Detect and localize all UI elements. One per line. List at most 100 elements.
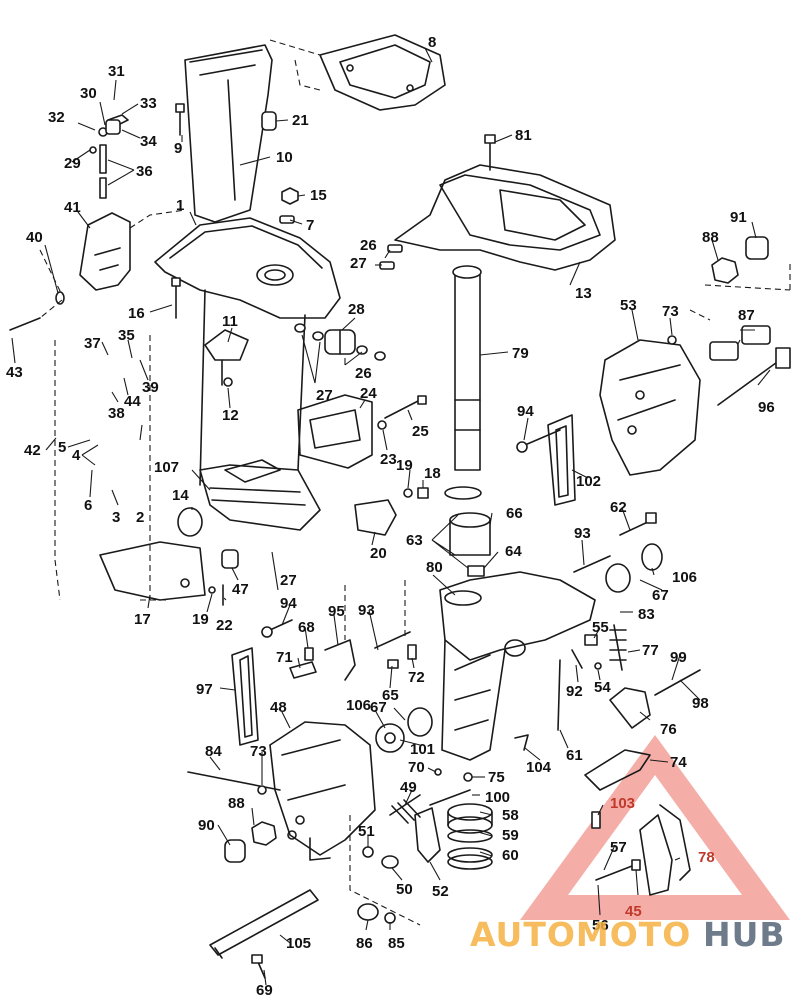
callout-94b: 94 [280,595,297,612]
callout-85: 85 [388,935,405,952]
callout-97: 97 [196,681,213,698]
callout-17: 17 [134,611,151,628]
callout-32: 32 [48,109,65,126]
callout-31: 31 [108,63,125,80]
callout-52: 52 [432,883,449,900]
callout-106a: 106 [672,569,697,586]
callout-33: 33 [140,95,157,112]
callout-30: 30 [80,85,97,102]
callout-69: 69 [256,982,273,997]
callout-103: 103 [610,795,635,812]
callout-107: 107 [154,459,179,476]
callout-93a: 93 [574,525,591,542]
callout-95: 95 [328,603,345,620]
callout-56: 56 [592,917,609,934]
callout-77: 77 [642,642,659,659]
callout-66: 66 [506,505,523,522]
callout-53: 53 [620,297,637,314]
callout-83: 83 [638,606,655,623]
callout-101: 101 [410,741,435,758]
callout-21: 21 [292,112,309,129]
callout-38: 38 [108,405,125,422]
callout-22: 22 [216,617,233,634]
callout-labels: 1 2 3 4 5 6 7 8 9 10 11 12 13 14 15 16 1… [6,34,775,997]
callout-78: 78 [698,849,715,866]
callout-51: 51 [358,823,375,840]
callout-73b: 73 [250,743,267,760]
callout-12: 12 [222,407,239,424]
callout-15: 15 [310,187,327,204]
callout-40: 40 [26,229,43,246]
callout-64: 64 [505,543,522,560]
watermark-word-automoto: AUTOMOTO [470,915,691,954]
callout-42: 42 [24,442,41,459]
callout-49: 49 [400,779,417,796]
callout-1: 1 [176,197,184,214]
callout-86: 86 [356,935,373,952]
callout-3: 3 [112,509,120,526]
callout-26a: 26 [355,365,372,382]
callout-62: 62 [610,499,627,516]
callout-81: 81 [515,127,532,144]
callout-18: 18 [424,465,441,482]
watermark-wordmark: AUTOMOTO HUB [470,915,786,954]
callout-50: 50 [396,881,413,898]
callout-92: 92 [566,683,583,700]
watermark-logo [520,735,790,920]
callout-9: 9 [174,140,182,157]
callout-59: 59 [502,827,519,844]
callout-47: 47 [232,581,249,598]
callout-36: 36 [136,163,153,180]
parts-artwork [9,34,791,979]
callout-72: 72 [408,669,425,686]
callout-105: 105 [286,935,311,952]
callout-48: 48 [270,699,287,716]
callout-61: 61 [566,747,583,764]
leader-lines [11,47,771,986]
callout-41: 41 [64,199,81,216]
callout-34: 34 [140,133,157,150]
callout-65: 65 [382,687,399,704]
callout-96: 96 [758,399,775,416]
callout-37: 37 [84,335,101,352]
callout-43: 43 [6,364,23,381]
callout-98: 98 [692,695,709,712]
callout-16: 16 [128,305,145,322]
callout-73a: 73 [662,303,679,320]
callout-55: 55 [592,619,609,636]
callout-25: 25 [412,423,429,440]
callout-87: 87 [738,307,755,324]
callout-28: 28 [348,301,365,318]
callout-11: 11 [222,313,238,330]
callout-5: 5 [58,439,66,456]
callout-74: 74 [670,754,687,771]
callout-70: 70 [408,759,425,776]
callout-104: 104 [526,759,552,776]
callout-99: 99 [670,649,687,666]
callout-75: 75 [488,769,505,786]
callout-26b: 26 [360,237,377,254]
callout-106b: 106 [346,697,371,714]
callout-79: 79 [512,345,529,362]
callout-54: 54 [594,679,611,696]
callout-91: 91 [730,209,747,226]
callout-67a: 67 [652,587,669,604]
callout-88a: 88 [702,229,719,246]
callout-71: 71 [276,649,293,666]
watermark-word-hub: HUB [703,915,786,954]
callout-94a: 94 [517,403,534,420]
callout-88b: 88 [228,795,245,812]
callout-63: 63 [406,532,423,549]
callout-19a: 19 [396,457,413,474]
callout-93b: 93 [358,602,375,619]
watermark-triangle [520,735,790,920]
callout-2: 2 [136,509,144,526]
callout-27a: 27 [316,387,333,404]
callout-35: 35 [118,327,135,344]
callout-7: 7 [306,217,314,234]
callout-13: 13 [575,285,592,302]
callout-45: 45 [625,903,642,920]
callout-14: 14 [172,487,189,504]
callout-44: 44 [124,393,141,410]
